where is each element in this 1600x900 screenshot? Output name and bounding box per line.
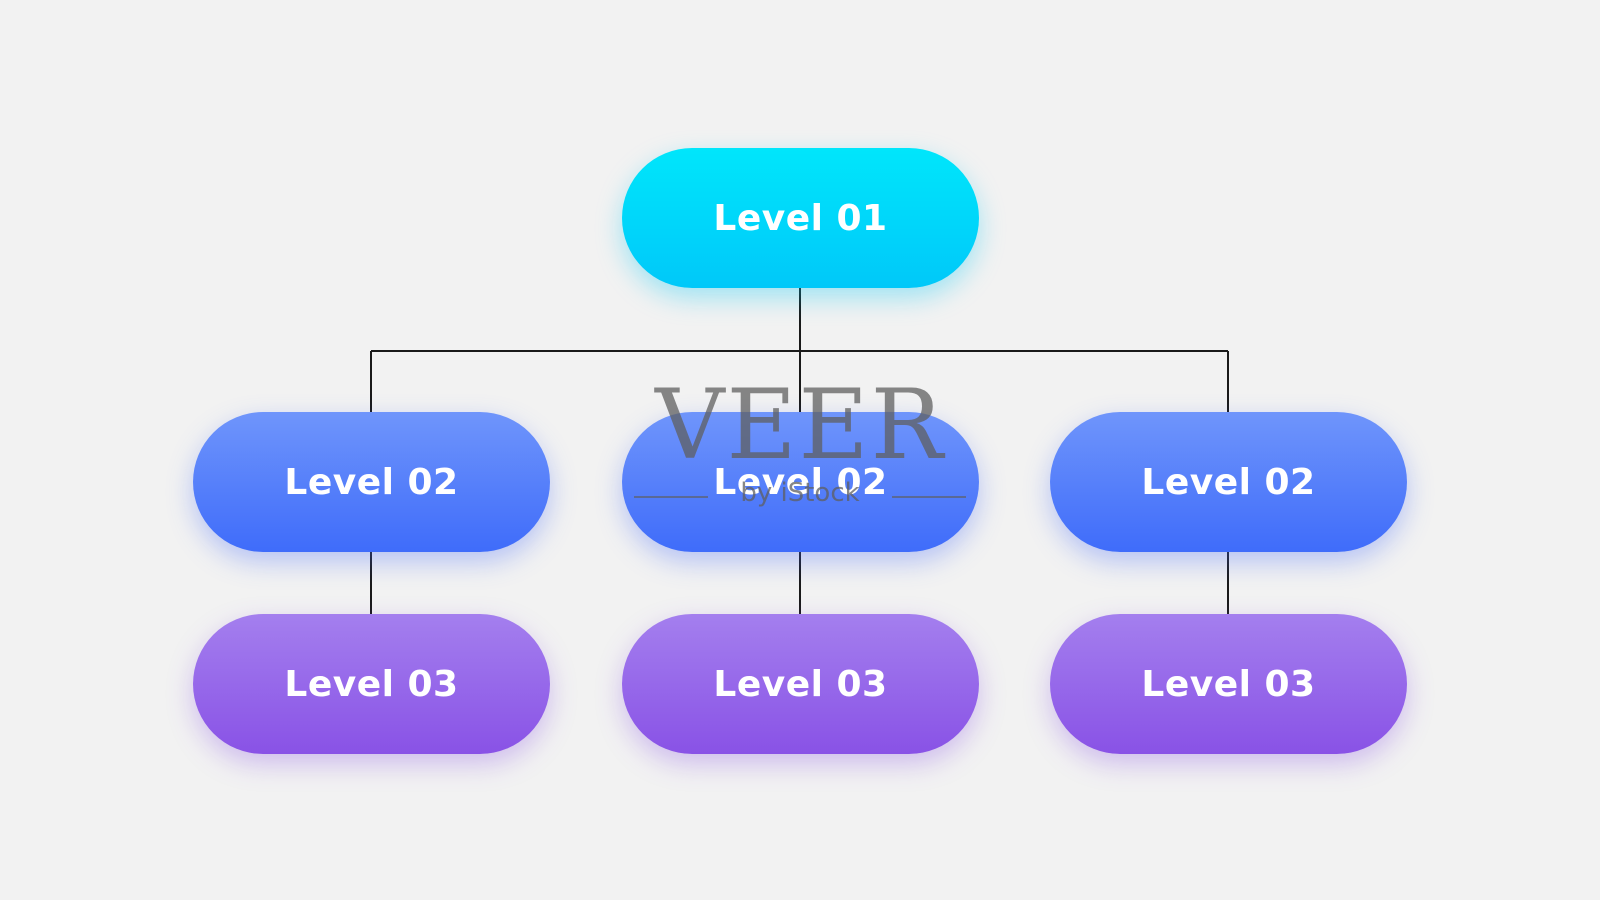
node-level-03-left-label: Level 03 [284, 663, 459, 705]
node-level-03-center-label: Level 03 [713, 663, 888, 705]
node-level-03-left: Level 03 [193, 614, 550, 754]
node-level-02-left-label: Level 02 [284, 461, 459, 503]
node-level-03-right: Level 03 [1050, 614, 1407, 754]
node-level-03-right-label: Level 03 [1141, 663, 1316, 705]
node-level-02-right-label: Level 02 [1141, 461, 1316, 503]
node-level-02-center: Level 02 [622, 412, 979, 552]
node-level-01: Level 01 [622, 148, 979, 288]
node-level-03-center: Level 03 [622, 614, 979, 754]
node-level-02-left: Level 02 [193, 412, 550, 552]
node-level-02-right: Level 02 [1050, 412, 1407, 552]
node-level-01-label: Level 01 [713, 197, 888, 239]
node-level-02-center-label: Level 02 [713, 461, 888, 503]
